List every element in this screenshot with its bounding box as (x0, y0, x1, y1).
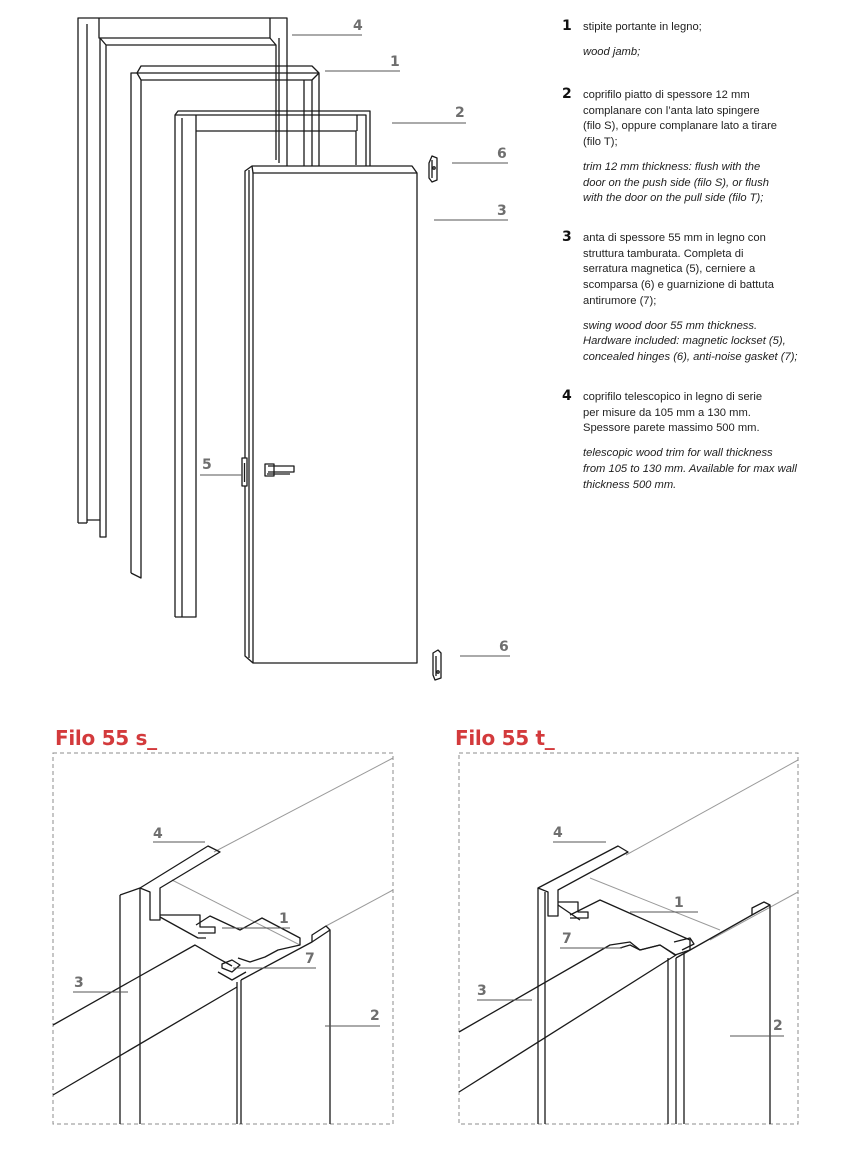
label-s-7: 7 (305, 951, 315, 967)
label-t-2: 2 (773, 1018, 783, 1034)
label-s-3: 3 (74, 975, 84, 991)
section-title-t: Filo 55 t_ (455, 726, 555, 750)
label-t-1: 1 (674, 895, 684, 911)
section-s-drawing: 4 1 7 3 2 (52, 752, 394, 1125)
label-t-7: 7 (562, 931, 572, 947)
legend-text-en: trim 12 mm thickness: flush with the doo… (583, 160, 769, 205)
label-t-4: 4 (553, 825, 563, 841)
flat-trim-frame (174, 110, 371, 618)
legend-text-en: swing wood door 55 mm thickness. Hardwar… (583, 319, 798, 363)
label-3: 3 (497, 203, 507, 219)
legend-number: 2 (562, 86, 572, 102)
legend-number: 3 (562, 229, 572, 245)
legend-text-it: anta di spessore 55 mm in legno con stru… (583, 232, 774, 307)
label-s-2: 2 (370, 1008, 380, 1024)
label-s-1: 1 (279, 911, 289, 927)
legend-text-it: coprifilo telescopico in legno di serie … (583, 391, 763, 435)
section-t-frame (458, 752, 799, 1125)
legend-text-en: telescopic wood trim for wall thickness … (583, 447, 797, 491)
section-s-frame (52, 752, 394, 1125)
hinge-bottom (432, 649, 442, 681)
label-4: 4 (353, 18, 363, 34)
legend-text-en: wood jamb; (583, 45, 641, 58)
telescopic-trim-frame (77, 17, 288, 538)
door-leaf (244, 165, 418, 664)
legend-number: 4 (562, 388, 572, 404)
lock-plate (241, 457, 248, 487)
legend-text-it: coprifilo piatto di spessore 12 mm compl… (583, 89, 778, 149)
label-t-3: 3 (477, 983, 487, 999)
legend-number: 1 (562, 18, 572, 34)
label-s-4: 4 (153, 826, 163, 842)
label-2: 2 (455, 105, 465, 121)
label-6: 6 (499, 639, 509, 655)
section-title-s: Filo 55 s_ (55, 726, 157, 750)
label-1: 1 (390, 54, 400, 70)
section-t-drawing: 4 1 7 3 2 (458, 752, 799, 1125)
jamb-frame (130, 65, 320, 579)
label-5: 5 (202, 457, 212, 473)
hinge-top (428, 155, 438, 183)
legend-text-it: stipite portante in legno; (583, 21, 702, 33)
door-handle (264, 463, 295, 477)
label-6: 6 (497, 146, 507, 162)
